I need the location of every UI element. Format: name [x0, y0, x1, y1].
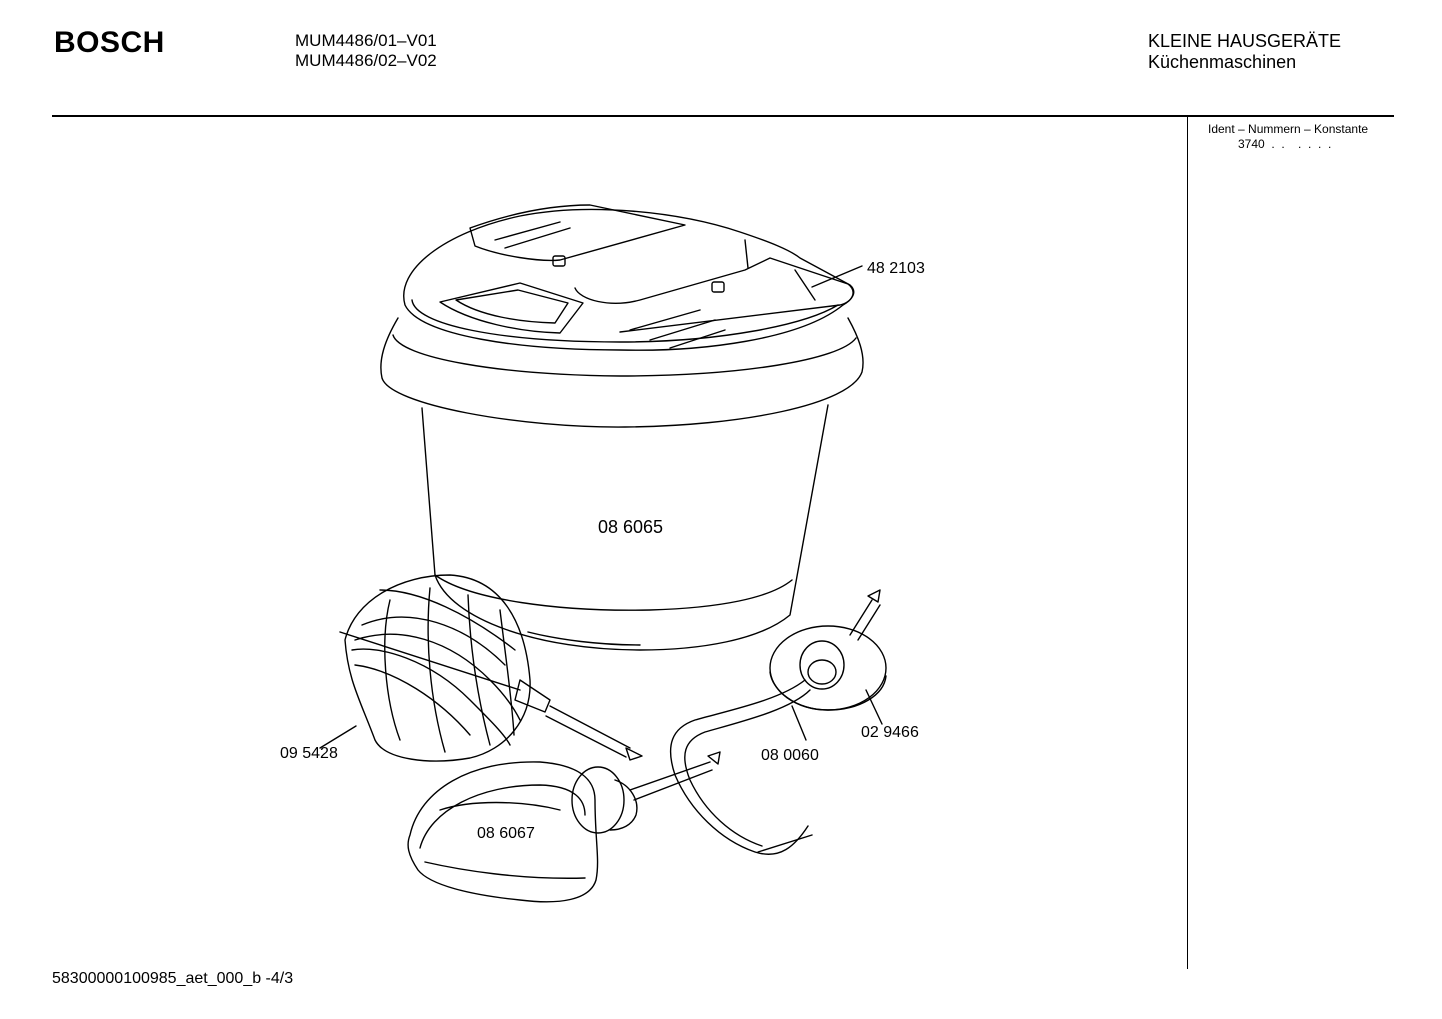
product-category: KLEINE HAUSGERÄTE Küchenmaschinen — [1148, 31, 1341, 73]
category-title: KLEINE HAUSGERÄTE — [1148, 31, 1342, 51]
part-number-drive-disc: 02 9466 — [861, 724, 919, 741]
part-number-kneading-hook: 08 6067 — [477, 825, 535, 842]
part-number-whisk: 09 5428 — [280, 745, 338, 762]
whisk-drawing — [319, 574, 643, 762]
model-number-2: MUM4486/02–V02 — [295, 51, 437, 70]
lid-drawing — [403, 204, 863, 351]
part-number-lid: 48 2103 — [867, 260, 925, 277]
subcategory-title: Küchenmaschinen — [1148, 52, 1297, 72]
exploded-parts-drawing: 48 2103 08 6065 09 5428 08 6067 08 0060 … — [280, 204, 925, 903]
header-divider — [52, 115, 1394, 117]
drive-disc-drawing — [669, 589, 887, 855]
part-number-cable: 08 0060 — [761, 747, 819, 764]
ident-value: 3740 . . . . . . — [1238, 137, 1332, 151]
bowl-drawing — [380, 317, 864, 651]
part-number-bowl: 08 6065 — [598, 517, 663, 537]
sidebar-divider — [1187, 117, 1188, 969]
model-numbers: MUM4486/01–V01 MUM4486/02–V02 — [295, 31, 437, 71]
brand-logo: BOSCH — [54, 26, 165, 59]
ident-panel: Ident – Nummern – Konstante 3740 . . . .… — [1208, 122, 1368, 152]
kneading-hook-drawing — [407, 751, 721, 903]
ident-title: Ident – Nummern – Konstante — [1208, 122, 1369, 136]
document-id: 58300000100985_aet_000_b -4/3 — [52, 970, 294, 987]
model-number-1: MUM4486/01–V01 — [295, 31, 437, 50]
